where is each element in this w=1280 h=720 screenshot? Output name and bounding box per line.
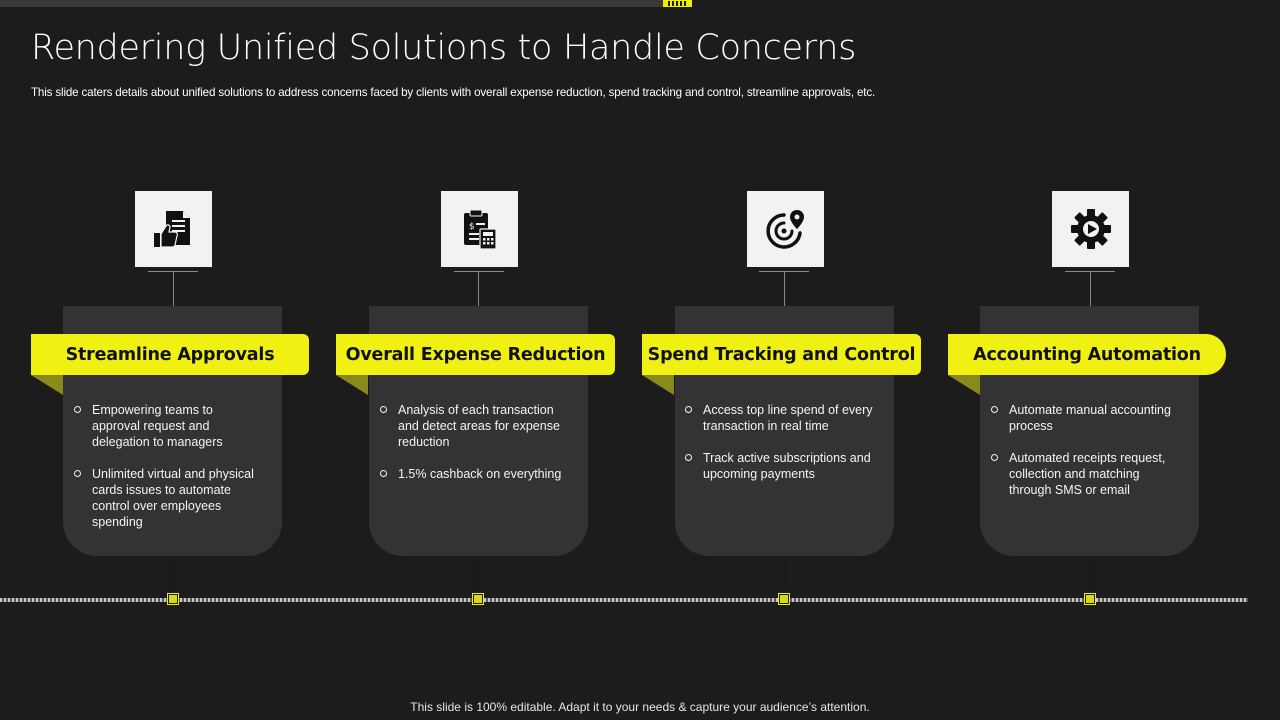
ribbon-fold <box>948 375 980 395</box>
list-item: 1.5% cashback on everything <box>380 466 570 482</box>
connector-line <box>1090 272 1091 307</box>
list-item: Analysis of each transaction and detect … <box>380 402 570 450</box>
connector-line <box>173 272 174 307</box>
list-item: Automated receipts request, collection a… <box>991 450 1181 498</box>
icon-underline <box>148 271 198 272</box>
card-label: Accounting Automation <box>948 334 1226 375</box>
bullet-list: Access top line spend of every transacti… <box>685 402 875 498</box>
drop-line <box>173 556 174 594</box>
icon-underline <box>1065 271 1115 272</box>
ribbon-fold <box>642 375 674 395</box>
slide-subtitle: This slide caters details about unified … <box>31 86 876 99</box>
list-item: Track active subscriptions and upcoming … <box>685 450 875 482</box>
document-thumbs-up-icon <box>153 211 190 248</box>
connector-line <box>784 272 785 307</box>
list-item: Automate manual accounting process <box>991 402 1181 434</box>
top-progress-marker <box>663 0 692 7</box>
timeline-track <box>0 598 1248 602</box>
timeline-node <box>778 593 790 605</box>
card-label: Spend Tracking and Control <box>642 334 921 375</box>
svg-text:$: $ <box>469 222 475 232</box>
bullet-list: Analysis of each transaction and detect … <box>380 402 570 498</box>
slide-title: Rendering Unified Solutions to Handle Co… <box>31 28 857 68</box>
ribbon-fold <box>31 375 63 395</box>
list-item: Access top line spend of every transacti… <box>685 402 875 434</box>
card-label: Overall Expense Reduction <box>336 334 615 375</box>
card-label: Streamline Approvals <box>31 334 309 375</box>
ribbon-fold <box>336 375 368 395</box>
icon-box <box>135 191 212 267</box>
list-item: Unlimited virtual and physical cards iss… <box>74 466 264 530</box>
timeline-node <box>1084 593 1096 605</box>
icon-box <box>1052 191 1129 267</box>
target-location-icon <box>765 210 804 249</box>
clipboard-calculator-icon: $ <box>463 209 497 250</box>
icon-box: $ <box>441 191 518 267</box>
list-item: Empowering teams to approval request and… <box>74 402 264 450</box>
connector-line <box>478 272 479 307</box>
bullet-list: Empowering teams to approval request and… <box>74 402 264 546</box>
icon-box <box>747 191 824 267</box>
icon-underline <box>454 271 504 272</box>
top-progress-bar <box>0 0 692 7</box>
drop-line <box>784 556 785 594</box>
drop-line <box>478 556 479 594</box>
gear-play-icon <box>1070 209 1111 249</box>
icon-underline <box>759 271 809 272</box>
slide-footer: This slide is 100% editable. Adapt it to… <box>410 700 870 714</box>
timeline-node <box>167 593 179 605</box>
drop-line <box>1090 556 1091 594</box>
timeline-node <box>472 593 484 605</box>
bullet-list: Automate manual accounting process Autom… <box>991 402 1181 514</box>
